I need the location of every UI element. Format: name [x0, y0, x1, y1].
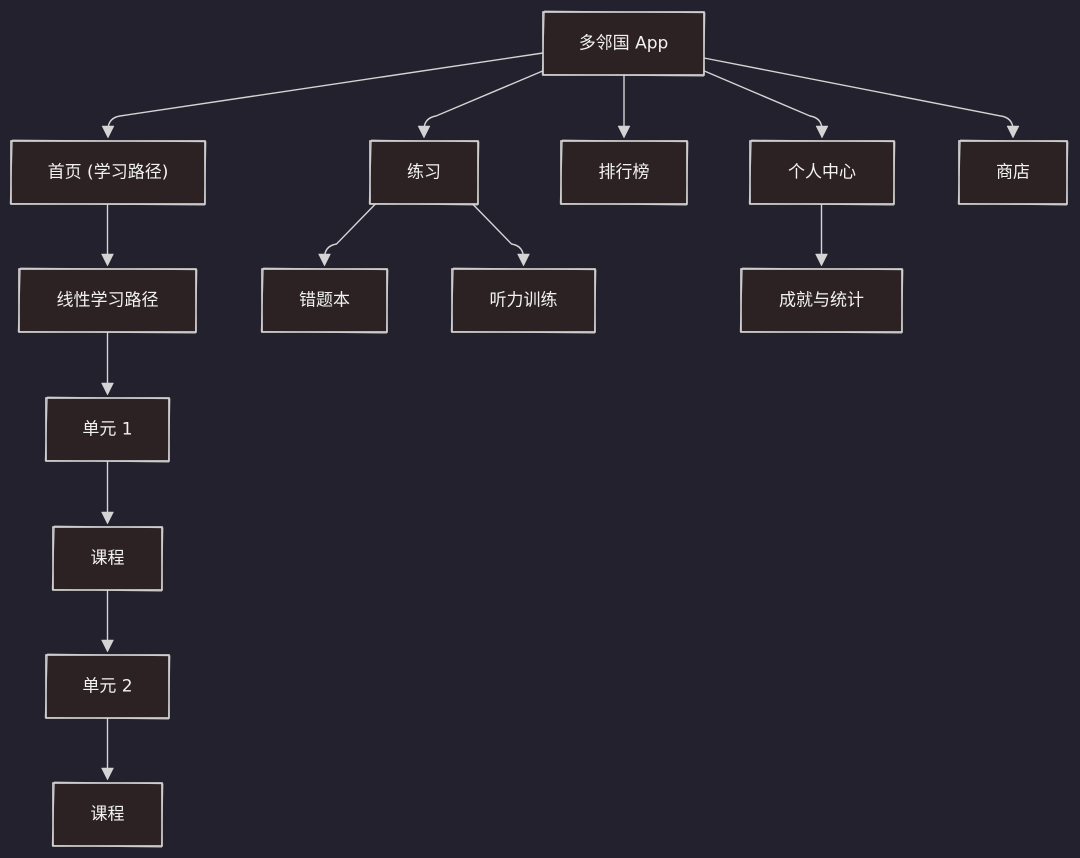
edge-root-to-home [107, 52, 544, 131]
node-sketch-stroke [559, 139, 689, 206]
node-sketch-stroke [44, 396, 171, 463]
node-box [261, 268, 388, 333]
node-box [451, 268, 596, 333]
node-box [369, 140, 479, 205]
node-practice[interactable]: 练习 [368, 139, 480, 206]
node-label: 线性学习路径 [57, 291, 159, 311]
edges-layer [101, 52, 1020, 781]
node-label: 多邻国 App [579, 34, 669, 54]
node-label: 课程 [91, 549, 125, 569]
edge-practice-to-listening [472, 203, 525, 259]
arrowhead-unit1 [101, 382, 114, 396]
node-label: 听力训练 [490, 291, 558, 311]
node-sketch-stroke [51, 525, 164, 592]
node-label: 单元 2 [82, 677, 132, 697]
arrowhead-profile [815, 125, 829, 139]
node-listening[interactable]: 听力训练 [450, 267, 597, 334]
arrowhead-achievements [815, 253, 828, 267]
node-leaderboard[interactable]: 排行榜 [559, 139, 689, 206]
node-lesson2[interactable]: 课程 [51, 781, 164, 848]
node-label: 个人中心 [788, 163, 856, 183]
node-sketch-stroke [957, 139, 1069, 206]
node-label: 排行榜 [599, 163, 650, 183]
node-sketch-stroke [739, 267, 904, 334]
node-label: 商店 [996, 163, 1030, 183]
edge-root-to-profile [701, 69, 823, 131]
node-sketch-stroke [541, 10, 706, 77]
arrowhead-lesson2 [101, 767, 114, 781]
edge-root-to-shop [703, 57, 1014, 131]
arrowhead-mistakes [318, 253, 331, 267]
node-root[interactable]: 多邻国 App [541, 10, 706, 77]
node-sketch-stroke [17, 267, 198, 334]
node-box [542, 11, 705, 76]
node-linear-path[interactable]: 线性学习路径 [17, 267, 198, 334]
node-mistakes[interactable]: 错题本 [260, 267, 389, 334]
node-sketch-stroke [450, 267, 597, 334]
arrowhead-home [101, 125, 115, 139]
node-unit1[interactable]: 单元 1 [44, 396, 171, 463]
node-label: 练习 [407, 163, 441, 183]
node-box [10, 140, 206, 205]
arrowhead-lesson1 [101, 511, 114, 525]
node-label: 课程 [91, 805, 125, 825]
node-label: 错题本 [299, 291, 350, 311]
node-label: 成就与统计 [779, 291, 864, 311]
node-box [45, 654, 170, 719]
arrowhead-listening [517, 253, 530, 267]
edge-root-to-practice [423, 69, 546, 131]
node-sketch-stroke [9, 139, 207, 206]
arrowhead-linear_path [101, 253, 114, 267]
node-sketch-stroke [51, 781, 164, 848]
node-label: 首页 (学习路径) [48, 163, 169, 183]
node-profile[interactable]: 个人中心 [748, 139, 896, 206]
arrowhead-practice [417, 125, 431, 139]
node-sketch-stroke [748, 139, 896, 206]
node-home[interactable]: 首页 (学习路径) [9, 139, 207, 206]
node-sketch-stroke [44, 653, 171, 720]
arrowhead-shop [1006, 125, 1020, 139]
arrowhead-unit2 [101, 639, 114, 653]
node-achievements[interactable]: 成就与统计 [739, 267, 904, 334]
arrowhead-leaderboard [617, 125, 631, 139]
node-lesson1[interactable]: 课程 [51, 525, 164, 592]
node-box [740, 268, 903, 333]
node-shop[interactable]: 商店 [957, 139, 1069, 206]
node-sketch-stroke [260, 267, 389, 334]
edge-practice-to-mistakes [323, 203, 376, 259]
node-box [560, 140, 688, 205]
node-label: 单元 1 [82, 420, 132, 440]
node-unit2[interactable]: 单元 2 [44, 653, 171, 720]
node-sketch-stroke [368, 139, 480, 206]
